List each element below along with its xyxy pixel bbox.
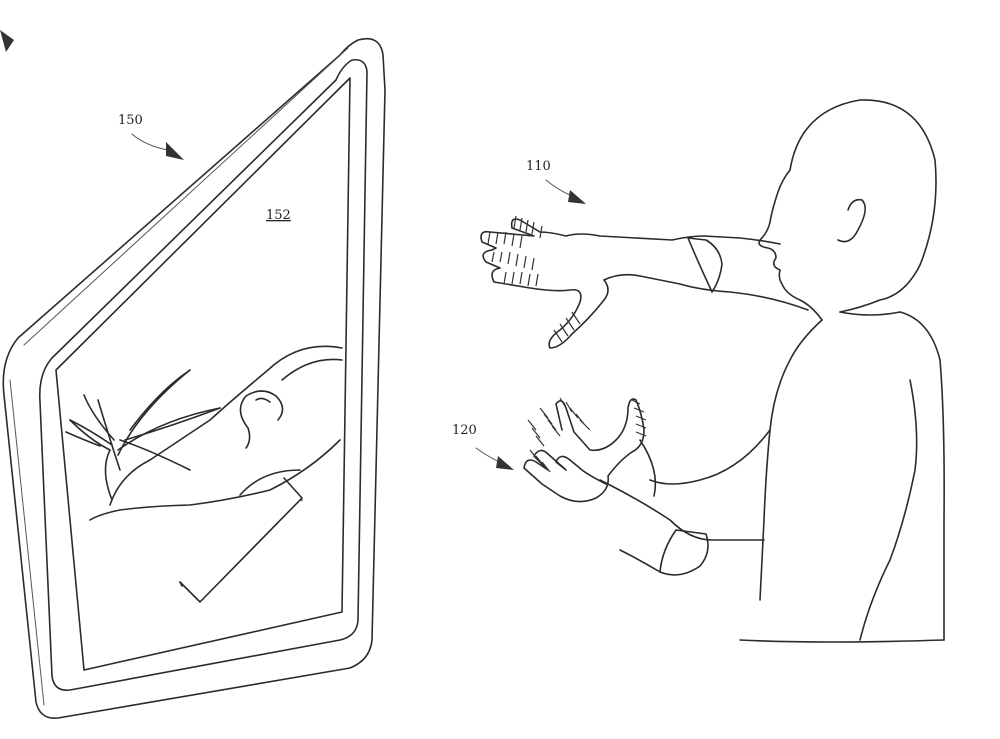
display-bezel-inner <box>38 58 368 692</box>
upper-hand-110 <box>480 215 609 349</box>
display-screen <box>55 77 351 671</box>
label-150: 150 <box>118 113 143 128</box>
upper-cuff <box>687 237 723 293</box>
person-ear <box>837 198 866 243</box>
screen-illustration <box>65 345 343 521</box>
label-150-group: 150 <box>118 113 184 160</box>
lower-hand-120 <box>523 397 647 503</box>
person-back <box>899 311 945 641</box>
person-face <box>758 169 823 321</box>
person-torso <box>759 319 823 601</box>
display-stand <box>179 477 303 603</box>
label-110: 110 <box>526 159 551 174</box>
lower-hand-fingertips <box>527 397 647 473</box>
person <box>739 99 945 643</box>
label-152: 152 <box>266 208 291 223</box>
corner-arrow <box>0 30 14 52</box>
display-device <box>2 37 386 719</box>
person-head <box>789 99 937 313</box>
display-bezel-outer <box>2 37 386 719</box>
label-120-group: 120 <box>452 423 514 470</box>
label-110-group: 110 <box>526 159 586 204</box>
lower-cuff <box>659 529 709 576</box>
label-120: 120 <box>452 423 477 438</box>
upper-hand-fingertips <box>487 215 581 343</box>
lower-arm <box>599 429 771 576</box>
upper-arm <box>565 233 809 311</box>
